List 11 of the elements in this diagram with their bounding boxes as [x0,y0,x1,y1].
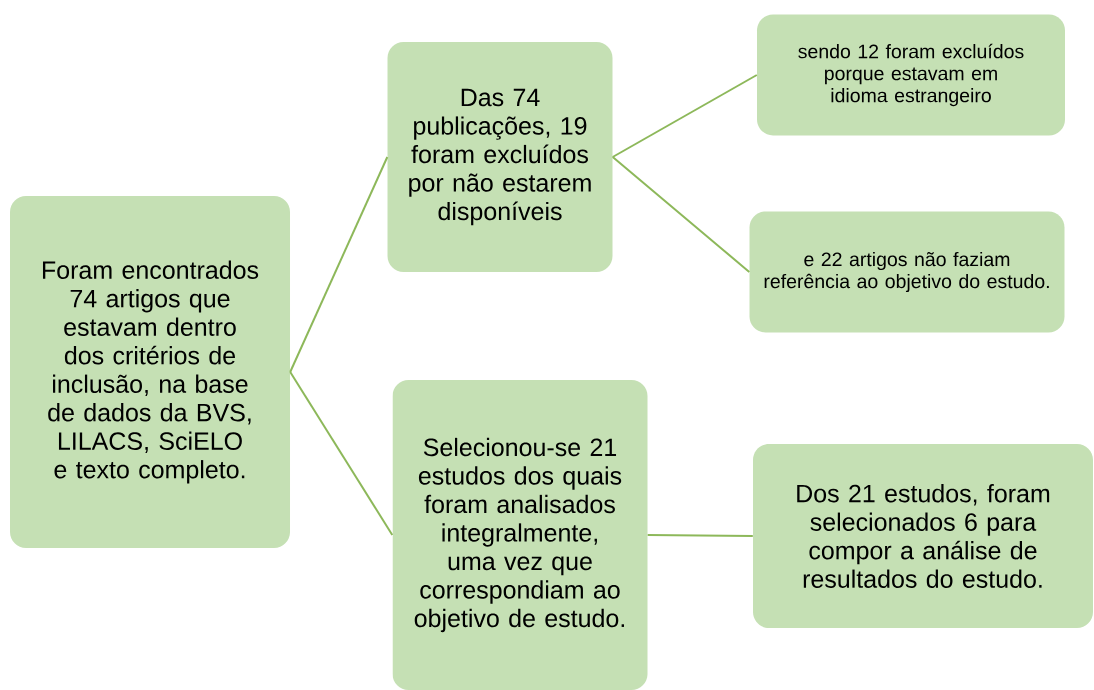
process-box: e 22 artigos não faziam referência ao objetivo do estudo. [749,211,1065,333]
process-box: Dos 21 estudos, foram selecionados 6 para compor a análise de resultados do estudo. [753,444,1093,628]
process-box: Das 74 publicações, 19 foram excluídos por não estarem disponíveis [387,42,613,272]
process-box: Selecionou-se 21 estudos dos quais foram analisados integralmente, uma vez que correspondiam ao objetivo de estudo. [392,380,648,690]
connector-line [611,74,758,158]
connector-line [289,156,389,373]
connector-line [289,371,394,536]
connector-line [646,534,754,537]
process-box: Foram encontrados 74 artigos que estavam dentro dos critérios de inclusão, na base de dados da BVS, LILACS, SciELO e texto completo. [10,196,290,548]
process-box: sendo 12 foram excluídos porque estavam em idioma estrangeiro [757,14,1065,136]
connector-line [611,156,751,273]
